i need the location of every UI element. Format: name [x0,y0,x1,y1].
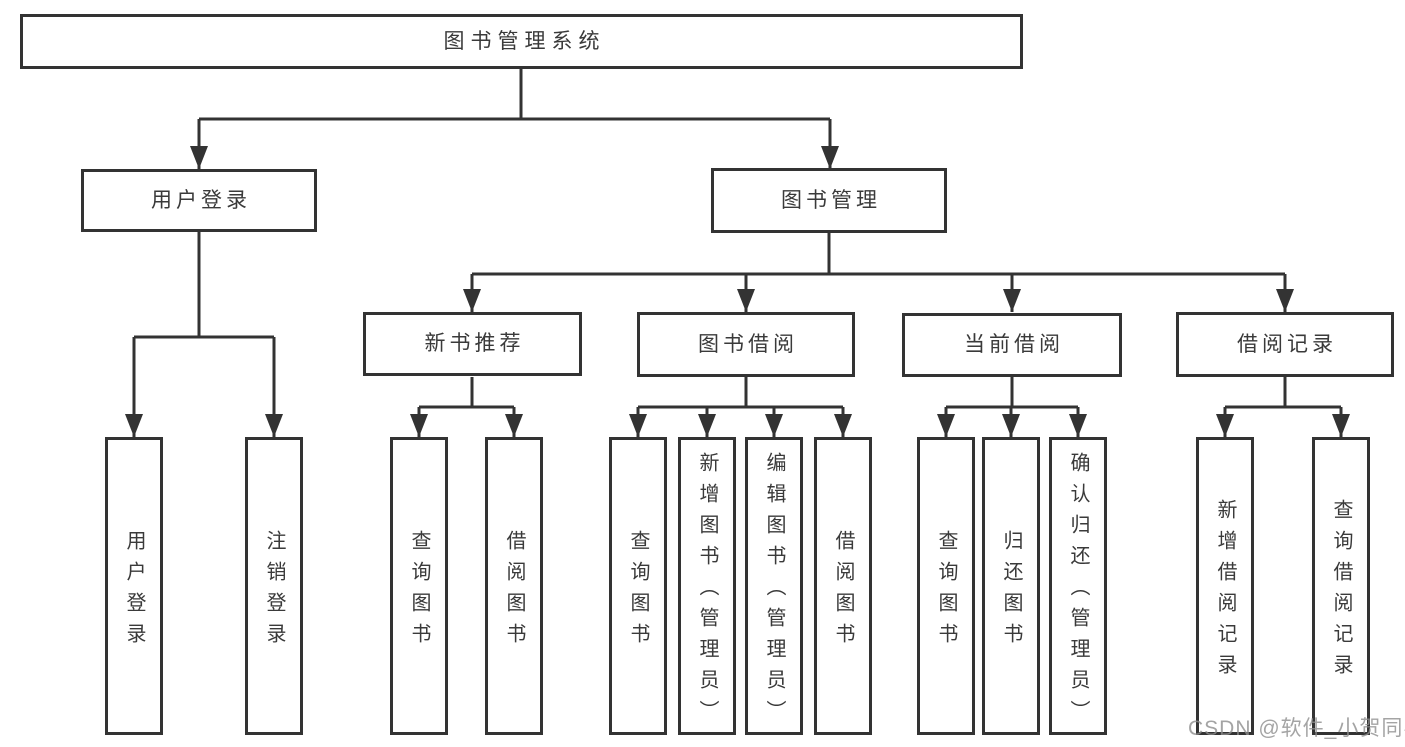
node-book-management-label: 图书管理 [781,188,881,212]
node-book-borrow: 图书借阅 [637,312,855,377]
node-book-management: 图书管理 [711,168,947,233]
node-borrow-records: 借阅记录 [1176,312,1394,377]
node-bb-query-books: 查询图书 [609,437,667,735]
node-nb-borrow-books: 借阅图书 [485,437,543,735]
node-br-add-record-label: 新增借阅记录 [1214,498,1236,685]
node-bb-add-books-admin: 新增图书（管理员） [678,437,736,735]
node-bb-query-books-label: 查询图书 [627,529,649,654]
node-logout-leaf: 注销登录 [245,437,303,735]
node-logout-leaf-label: 注销登录 [263,529,285,654]
node-cb-confirm-return-admin: 确认归还（管理员） [1049,437,1107,735]
node-root: 图书管理系统 [20,14,1023,69]
node-bb-borrow-books-label: 借阅图书 [832,529,854,654]
node-br-query-record: 查询借阅记录 [1312,437,1370,735]
node-book-borrow-label: 图书借阅 [698,332,798,356]
node-new-book-recommend-label: 新书推荐 [424,332,525,356]
node-nb-borrow-books-label: 借阅图书 [503,529,525,654]
node-bb-borrow-books: 借阅图书 [814,437,872,735]
node-bb-add-books-admin-label: 新增图书（管理员） [696,452,718,731]
node-user-login-leaf: 用户登录 [105,437,163,735]
node-nb-query-books-label: 查询图书 [408,529,430,654]
node-cb-query-books: 查询图书 [917,437,975,735]
node-bb-edit-books-admin-label: 编辑图书（管理员） [763,452,785,731]
node-new-book-recommend: 新书推荐 [363,312,582,376]
node-cb-return-books-label: 归还图书 [1000,529,1022,654]
node-user-login-leaf-label: 用户登录 [123,529,145,654]
node-cb-query-books-label: 查询图书 [935,529,957,654]
node-current-borrow: 当前借阅 [902,313,1122,377]
node-bb-edit-books-admin: 编辑图书（管理员） [745,437,803,735]
node-br-add-record: 新增借阅记录 [1196,437,1254,735]
csdn-watermark: CSDN @软件_小贺同学 [1188,717,1405,740]
node-cb-confirm-return-admin-label: 确认归还（管理员） [1067,452,1089,731]
node-nb-query-books: 查询图书 [390,437,448,735]
node-current-borrow-label: 当前借阅 [964,333,1064,357]
node-br-query-record-label: 查询借阅记录 [1330,498,1352,685]
node-cb-return-books: 归还图书 [982,437,1040,735]
node-user-login: 用户登录 [81,169,317,232]
node-borrow-records-label: 借阅记录 [1237,332,1337,356]
node-user-login-label: 用户登录 [151,188,251,212]
node-root-label: 图书管理系统 [443,29,606,53]
